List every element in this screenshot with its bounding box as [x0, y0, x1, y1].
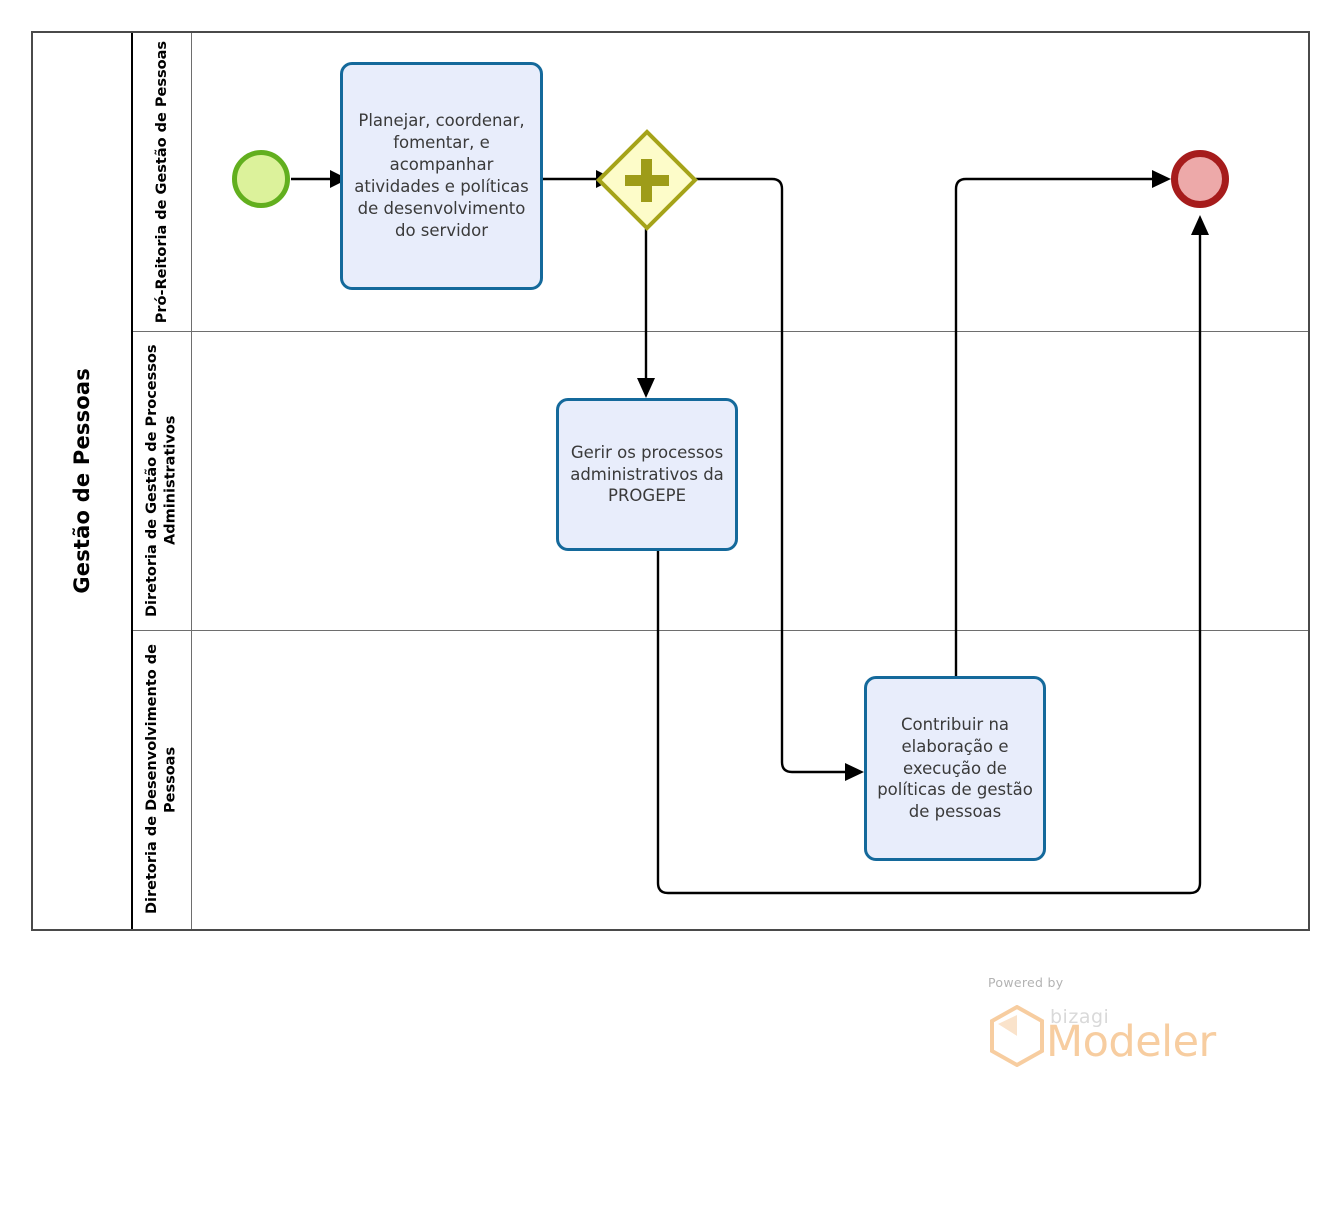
pool-header: Gestão de Pessoas	[33, 33, 133, 929]
task-planejar[interactable]: Planejar, coordenar, fomentar, e acompan…	[340, 62, 543, 290]
watermark-brand: bizagi	[1050, 1006, 1110, 1028]
lane-label-desenvolvimento: Diretoria de Desenvolvimento de Pessoas	[144, 644, 179, 915]
bizagi-hexagon-logo	[990, 1005, 1044, 1067]
lane-divider-2	[133, 630, 1308, 631]
pool-title: Gestão de Pessoas	[70, 368, 94, 594]
parallel-gateway[interactable]	[596, 129, 698, 231]
lane-processos-adm[interactable]: Diretoria de Gestão de Processos Adminis…	[133, 331, 1308, 630]
end-event[interactable]	[1171, 150, 1229, 208]
watermark-powered-by: Powered by	[988, 975, 1064, 990]
lane-pro-reitoria[interactable]: Pró-Reitoria de Gestão de Pessoas	[133, 33, 1308, 331]
lane-body-desenvolvimento	[192, 630, 1308, 929]
lane-label-pro-reitoria: Pró-Reitoria de Gestão de Pessoas	[153, 40, 170, 324]
task-contribuir-politicas[interactable]: Contribuir na elaboração e execução de p…	[864, 676, 1046, 861]
lane-label-processos-adm: Diretoria de Gestão de Processos Adminis…	[144, 344, 179, 617]
task-contribuir-label: Contribuir na elaboração e execução de p…	[877, 714, 1033, 822]
gateway-plus-icon-vertical	[641, 159, 652, 202]
task-planejar-label: Planejar, coordenar, fomentar, e acompan…	[354, 111, 529, 240]
lane-body-processos-adm	[192, 331, 1308, 630]
lane-header-pro-reitoria: Pró-Reitoria de Gestão de Pessoas	[133, 33, 192, 331]
task-gerir-processos[interactable]: Gerir os processos administrativos da PR…	[556, 398, 738, 551]
lane-header-desenvolvimento: Diretoria de Desenvolvimento de Pessoas	[133, 630, 192, 929]
start-event[interactable]	[232, 150, 290, 208]
lane-header-processos-adm: Diretoria de Gestão de Processos Adminis…	[133, 331, 192, 630]
lane-divider-1	[133, 331, 1308, 332]
lane-desenvolvimento[interactable]: Diretoria de Desenvolvimento de Pessoas	[133, 630, 1308, 929]
bizagi-watermark: Powered by bizagi Modeler	[988, 975, 1248, 1070]
task-gerir-label: Gerir os processos administrativos da PR…	[570, 442, 724, 506]
watermark-product: Modeler	[1046, 1017, 1216, 1067]
